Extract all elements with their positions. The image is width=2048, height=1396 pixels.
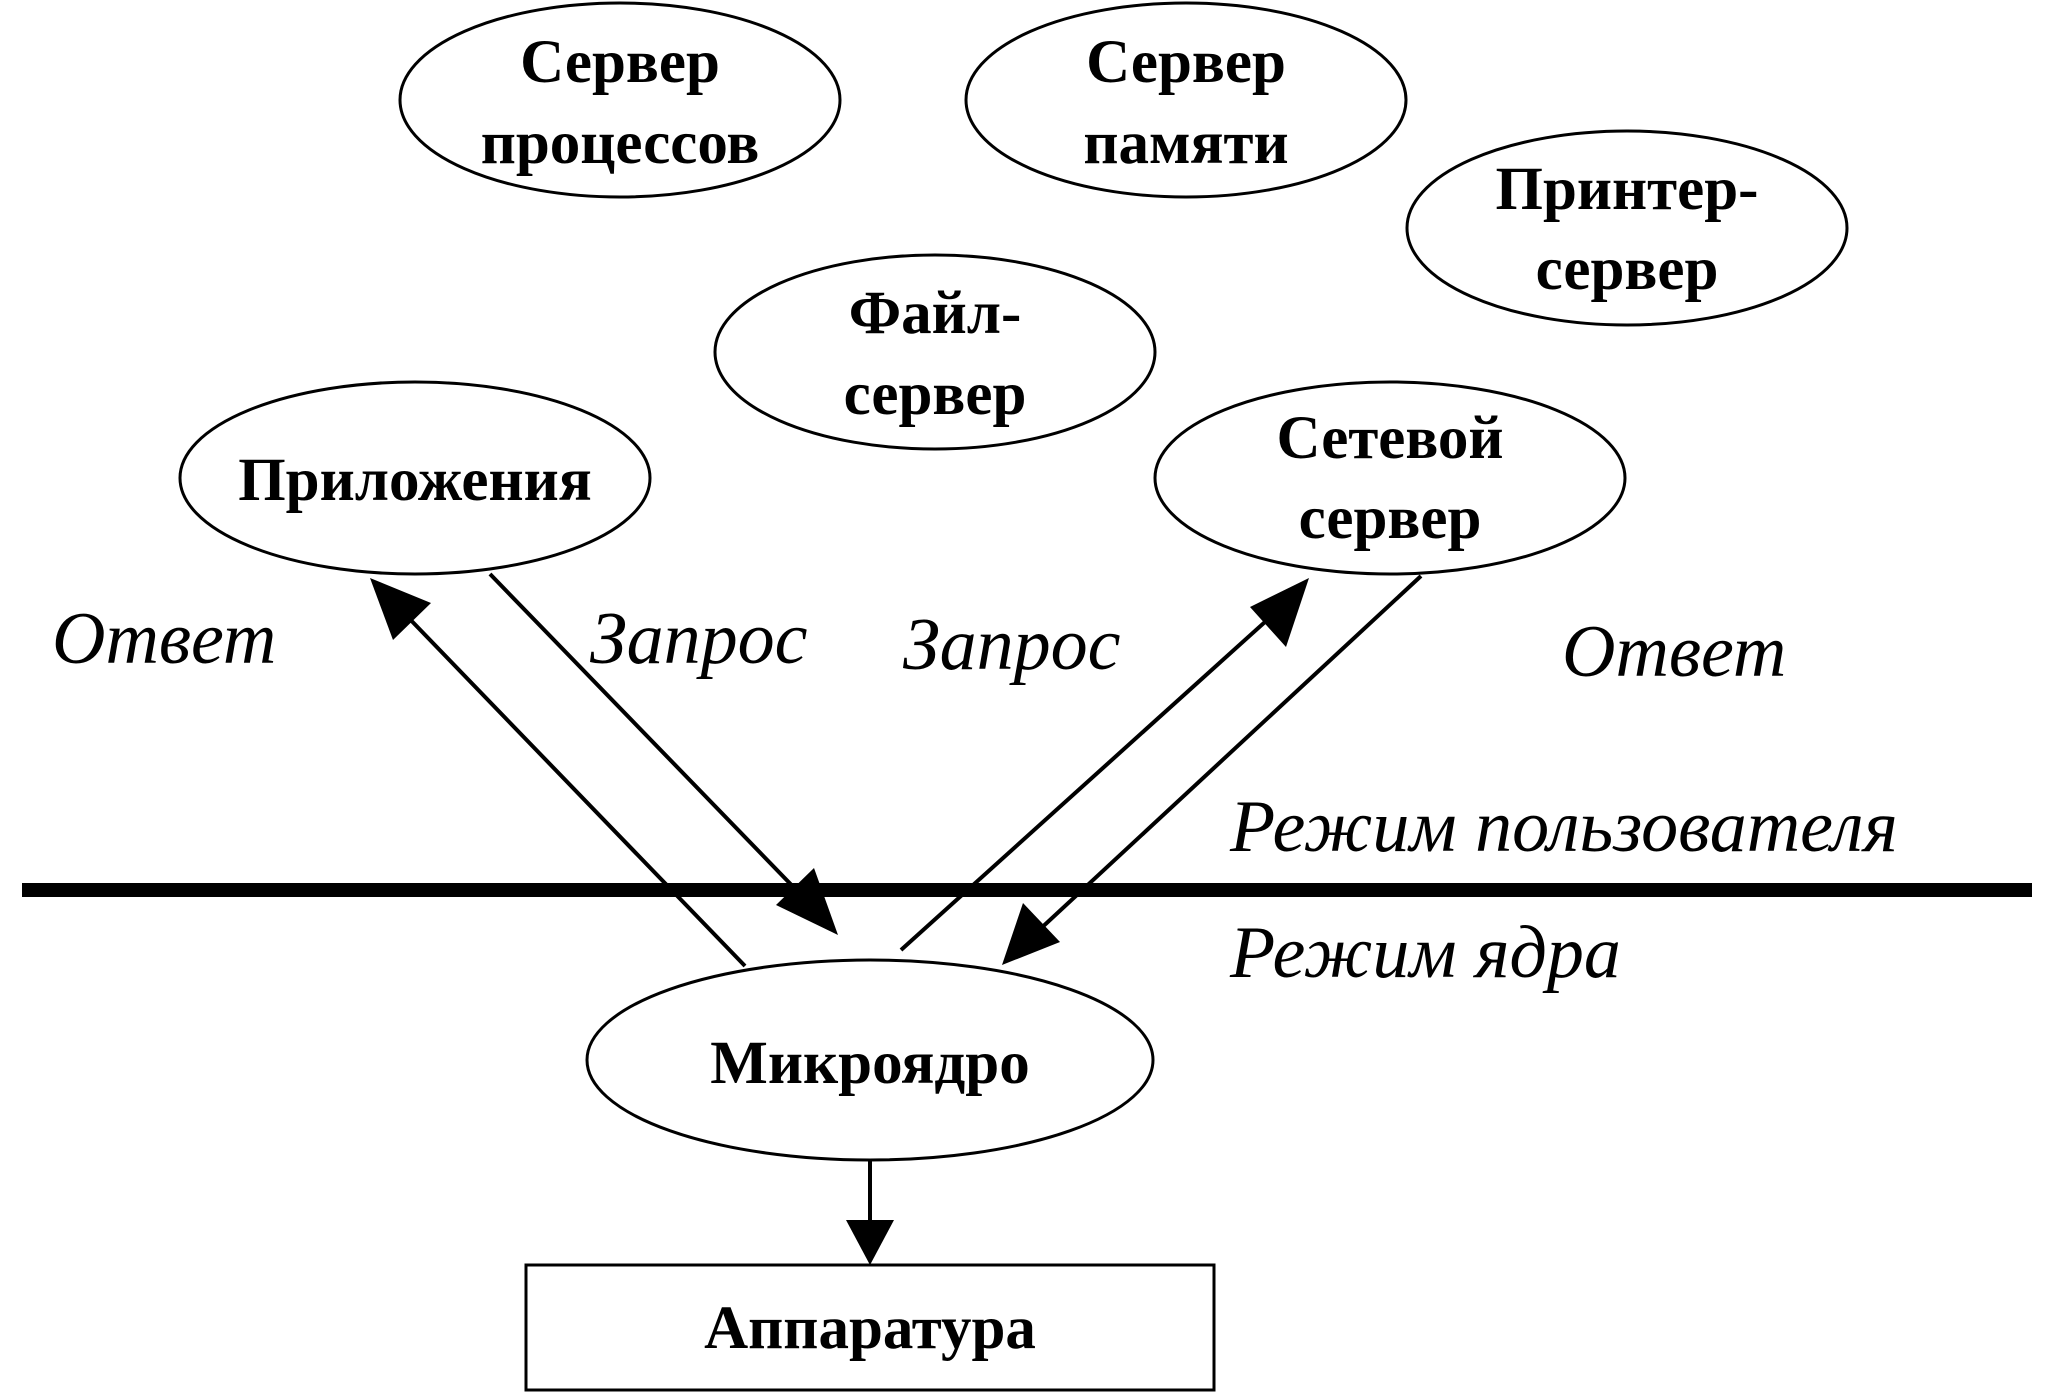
- memory-server-line1: Сервер: [1086, 29, 1286, 96]
- kernel-mode-label: Режим ядра: [1229, 912, 1621, 994]
- file-server-node: Файл- сервер: [713, 253, 1157, 451]
- process-server-node: Сервер процессов: [398, 1, 842, 199]
- request-label-left: Запрос: [590, 598, 808, 680]
- reply-label-left: Ответ: [52, 598, 276, 680]
- file-server-line1: Файл-: [849, 280, 1022, 347]
- reply-label-right: Ответ: [1562, 611, 1786, 693]
- hardware-label: Аппаратура: [704, 1295, 1036, 1362]
- microkernel-to-hardware-arrow: [846, 1160, 894, 1265]
- network-server-line1: Сетевой: [1276, 405, 1503, 472]
- printer-server-line1: Принтер-: [1496, 156, 1759, 223]
- printer-server-node: Принтер- сервер: [1405, 129, 1849, 327]
- network-server-line2: сервер: [1299, 485, 1482, 552]
- file-server-line2: сервер: [844, 361, 1027, 428]
- applications-label: Приложения: [238, 447, 592, 514]
- user-mode-label: Режим пользователя: [1229, 786, 1898, 868]
- printer-server-line2: сервер: [1536, 236, 1719, 303]
- process-server-line1: Сервер: [520, 29, 720, 96]
- reply-arrow-to-applications: [370, 578, 747, 968]
- memory-server-line2: памяти: [1083, 110, 1288, 177]
- microkernel-label: Микроядро: [710, 1030, 1029, 1097]
- hardware-node: Аппаратура: [524, 1263, 1216, 1392]
- request-label-right: Запрос: [903, 604, 1121, 686]
- process-server-line2: процессов: [481, 110, 760, 177]
- memory-server-node: Сервер памяти: [964, 1, 1408, 199]
- request-arrow-from-applications: [488, 572, 838, 935]
- network-server-node: Сетевой сервер: [1153, 380, 1627, 576]
- microkernel-node: Микроядро: [585, 958, 1155, 1162]
- applications-node: Приложения: [178, 380, 652, 576]
- reply-arrow-from-network-server: [1002, 574, 1423, 965]
